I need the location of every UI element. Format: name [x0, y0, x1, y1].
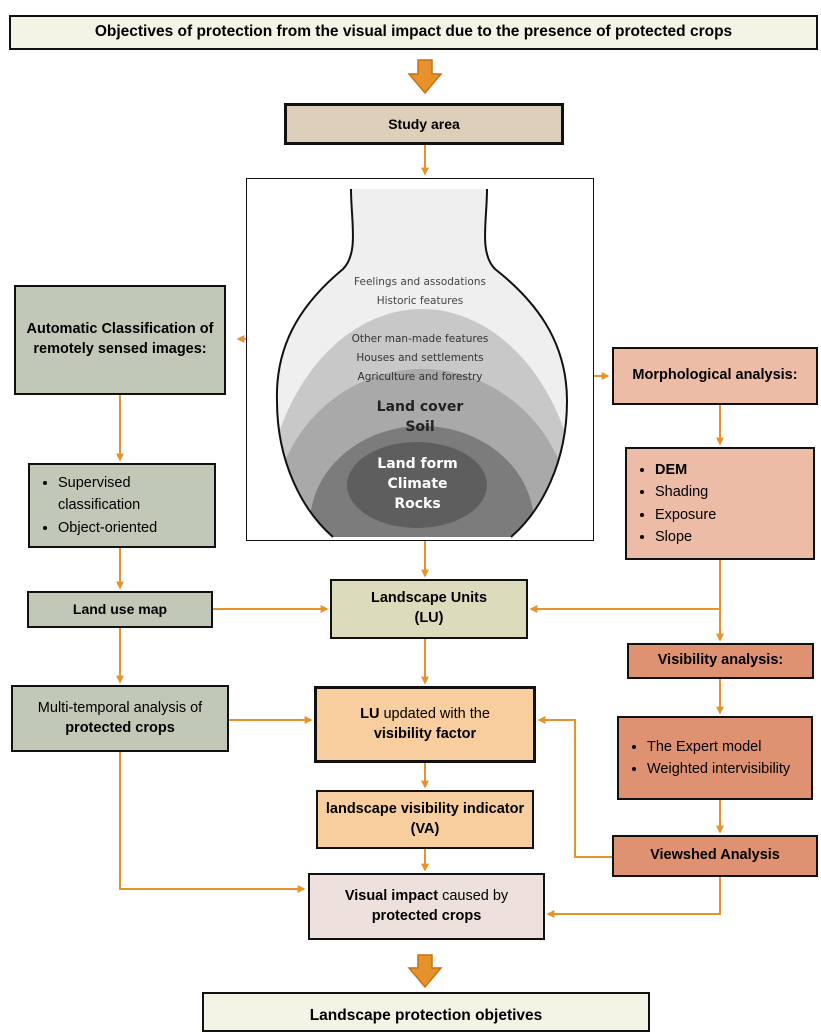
block-arrow-bottom	[407, 954, 443, 989]
block-arrow-top	[407, 59, 443, 95]
method-supervised: Supervised classification	[58, 472, 208, 517]
morph-item-exposure: Exposure	[655, 504, 807, 526]
multi-temporal-box: Multi-temporal analysis of protected cro…	[11, 685, 229, 752]
classification-methods-box: Supervised classification Object-oriente…	[28, 463, 216, 548]
viewshed-box: Viewshed Analysis	[612, 835, 818, 877]
bulb-layer-2: Other man-made features Houses and settl…	[351, 333, 489, 383]
method-object-oriented: Object-oriented	[58, 517, 208, 539]
multi-temporal-prefix: Multi-temporal analysis of	[37, 699, 203, 716]
arrow-multitemporal-to-visualimpact	[119, 752, 306, 893]
visibility-item-expert: The Expert model	[647, 736, 805, 758]
morph-item-dem: DEM	[655, 459, 807, 481]
lu-updated-emphasis2: visibility factor	[373, 725, 477, 742]
multi-temporal-emphasis: protected crops	[65, 719, 175, 736]
bulb-core	[347, 442, 487, 528]
visibility-analysis-label: Visibility analysis:	[657, 652, 784, 669]
header-objectives-box: Objectives of protection from the visual…	[9, 15, 818, 50]
arrow-morphitems-to-lu	[529, 560, 721, 613]
visual-impact-emphasis2: protected crops	[371, 907, 482, 924]
bulb-layer-4: Land form Climate Rocks	[377, 456, 458, 512]
arrow-viewshed-to-visualimpact	[546, 877, 721, 918]
visibility-analysis-box: Visibility analysis:	[627, 643, 814, 679]
visual-impact-emphasis1: Visual impact	[344, 887, 439, 904]
landscape-units-line2: (LU)	[414, 610, 444, 626]
morphological-label: Morphological analysis:	[632, 367, 798, 384]
morph-item-slope: Slope	[655, 526, 807, 548]
land-use-map-box: Land use map	[27, 591, 213, 628]
bulb-outline	[275, 188, 569, 538]
study-area-label: Study area	[388, 115, 460, 132]
classification-box: Automatic Classification of remotely sen…	[14, 285, 226, 395]
classification-label: Automatic Classification of remotely sen…	[26, 321, 214, 357]
bulb-layer-3: Land cover Soil	[376, 399, 464, 435]
lu-updated-middle: updated with the	[383, 705, 490, 722]
viewshed-label: Viewshed Analysis	[650, 847, 780, 864]
lu-updated-emphasis1: LU	[360, 705, 380, 722]
landscape-units-line1: Landscape Units	[370, 590, 488, 607]
bulb-layer-1: Feelings and assodations Historic featur…	[354, 276, 486, 307]
landscape-layers-figure: Feelings and assodations Historic featur…	[246, 178, 594, 541]
land-use-map-label: Land use map	[72, 601, 168, 618]
lu-updated-box: LU updated with the visibility factor	[314, 686, 536, 763]
visibility-item-weighted: Weighted intervisibility	[647, 758, 805, 780]
footer-label: Landscape protection objetives	[309, 1007, 543, 1024]
landscape-units-box: Landscape Units (LU)	[330, 579, 528, 639]
visibility-indicator-box: landscape visibility indicator (VA)	[316, 790, 534, 849]
morphological-box: Morphological analysis:	[612, 347, 818, 405]
morph-item-shading: Shading	[655, 481, 807, 503]
visual-impact-box: Visual impact caused by protected crops	[308, 873, 545, 940]
visibility-indicator-label: landscape visibility indicator (VA)	[325, 800, 525, 837]
study-area-box: Study area	[284, 103, 564, 145]
arrow-viewshed-to-luupdated	[537, 716, 612, 858]
morphological-items-box: DEM Shading Exposure Slope	[625, 447, 815, 560]
landscape-layers-bulb	[275, 188, 569, 538]
header-title: Objectives of protection from the visual…	[94, 23, 733, 41]
footer-objectives-box: Landscape protection objetives	[202, 992, 650, 1032]
visibility-items-box: The Expert model Weighted intervisibilit…	[617, 716, 813, 800]
visual-impact-middle: caused by	[442, 887, 509, 904]
